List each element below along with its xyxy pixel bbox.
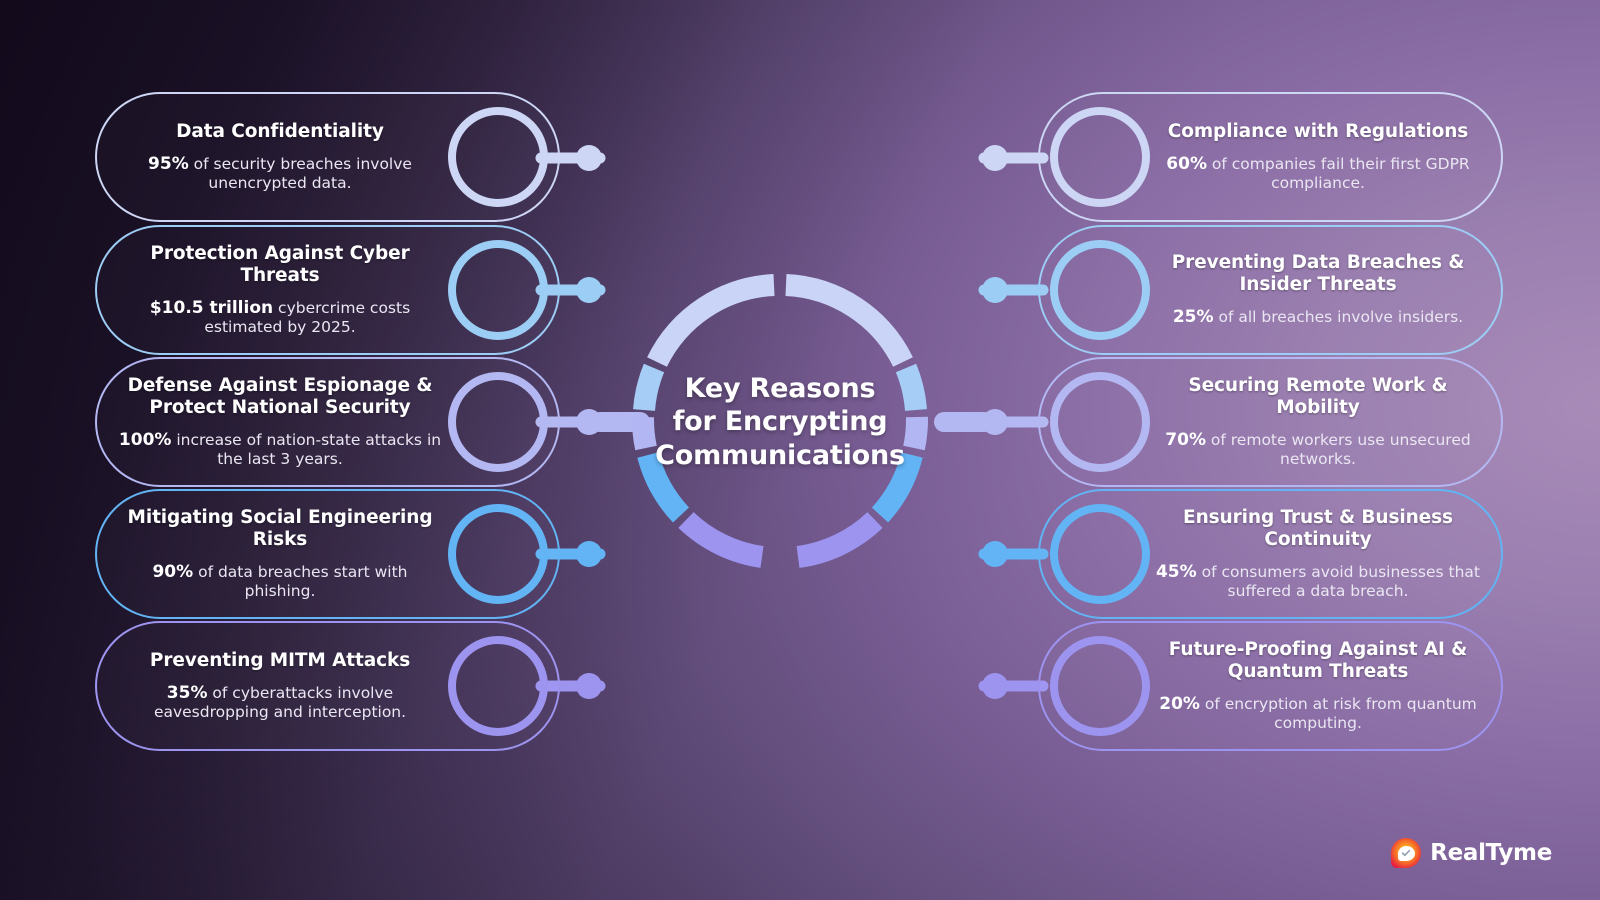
card-title: Mitigating Social Engineering Risks [127, 506, 433, 550]
stat-value: 60% [1166, 153, 1207, 174]
check-bubble-icon [1391, 838, 1422, 868]
stat-text: of consumers avoid businesses that suffe… [1196, 562, 1481, 601]
center-ring-chart [632, 274, 928, 568]
stat-value: 25% [1172, 306, 1214, 327]
center-title-line-3: Communications [655, 439, 905, 471]
check-icon [1401, 849, 1411, 857]
card-content: Securing Remote Work & Mobility 70% of r… [1153, 375, 1483, 469]
card-title: Preventing Data Breaches & Insider Threa… [1171, 252, 1465, 296]
card-content: Future-Proofing Against AI & Quantum Thr… [1153, 639, 1483, 733]
card-circle-icon [448, 636, 548, 736]
stat-text: of data breaches start with phishing. [193, 562, 408, 601]
card-stat: $10.5 trillion cybercrime costs estimate… [115, 298, 445, 338]
stat-text: of security breaches involve unencrypted… [188, 154, 412, 193]
speech-bubble-shape [1397, 845, 1415, 861]
card-content: Preventing MITM Attacks 35% of cyberatta… [115, 650, 445, 722]
stat-text: of encryption at risk from quantum compu… [1199, 694, 1477, 733]
card-title: Compliance with Regulations [1167, 120, 1469, 142]
card-stat: 35% of cyberattacks involve eavesdroppin… [115, 683, 445, 723]
stat-value: 90% [152, 561, 194, 582]
center-title-line-1: Key Reasons [684, 372, 876, 404]
card-stat: 95% of security breaches involve unencry… [115, 154, 445, 194]
brand-name: RealTyme [1430, 840, 1552, 866]
card-stat: 20% of encryption at risk from quantum c… [1153, 694, 1483, 734]
list-item[interactable]: Future-Proofing Against AI & Quantum Thr… [1038, 621, 1503, 751]
stat-text: increase of nation-state attacks in the … [171, 430, 442, 469]
stat-text: of cyberattacks involve eavesdropping an… [153, 683, 407, 722]
list-item[interactable]: Ensuring Trust & Business Continuity 45%… [1038, 489, 1503, 619]
page-title: Key Reasons for Encrypting Communication… [620, 262, 940, 582]
list-item[interactable]: Securing Remote Work & Mobility 70% of r… [1038, 357, 1503, 487]
card-circle-icon [1050, 240, 1150, 340]
card-title: Defense Against Espionage & Protect Nati… [127, 374, 433, 418]
list-item[interactable]: Defense Against Espionage & Protect Nati… [95, 357, 560, 487]
list-item[interactable]: Compliance with Regulations 60% of compa… [1038, 92, 1503, 222]
card-circle-icon [448, 107, 548, 207]
card-stat: 100% increase of nation-state attacks in… [115, 430, 445, 470]
stat-value: 20% [1159, 693, 1200, 714]
stat-text: of all breaches involve insiders. [1213, 307, 1464, 326]
stat-value: 70% [1165, 429, 1206, 450]
stat-value: 95% [148, 153, 189, 174]
card-circle-icon [1050, 372, 1150, 472]
card-title: Ensuring Trust & Business Continuity [1183, 506, 1453, 550]
list-item[interactable]: Protection Against Cyber Threats $10.5 t… [95, 225, 560, 355]
brand-logo[interactable]: RealTyme [1391, 838, 1552, 868]
card-circle-icon [448, 372, 548, 472]
stat-value: 45% [1155, 561, 1197, 582]
stat-value: 35% [166, 682, 208, 703]
center-title-line-2: for Encrypting [672, 406, 888, 438]
card-circle-icon [448, 504, 548, 604]
card-title: Protection Against Cyber Threats [150, 242, 410, 286]
card-stat: 90% of data breaches start with phishing… [115, 562, 445, 602]
card-content: Protection Against Cyber Threats $10.5 t… [115, 243, 445, 337]
card-circle-icon [1050, 636, 1150, 736]
stat-value: 100% [118, 429, 172, 450]
card-content: Data Confidentiality 95% of security bre… [115, 121, 445, 193]
card-title: Data Confidentiality [176, 120, 384, 142]
card-content: Ensuring Trust & Business Continuity 45%… [1153, 507, 1483, 601]
card-content: Preventing Data Breaches & Insider Threa… [1153, 252, 1483, 327]
stat-text: of companies fail their first GDPR compl… [1206, 154, 1470, 193]
card-stat: 45% of consumers avoid businesses that s… [1153, 562, 1483, 602]
card-stat: 60% of companies fail their first GDPR c… [1153, 154, 1483, 194]
card-circle-icon [448, 240, 548, 340]
list-item[interactable]: Data Confidentiality 95% of security bre… [95, 92, 560, 222]
card-title: Securing Remote Work & Mobility [1188, 374, 1448, 418]
list-item[interactable]: Preventing MITM Attacks 35% of cyberatta… [95, 621, 560, 751]
card-content: Mitigating Social Engineering Risks 90% … [115, 507, 445, 601]
card-circle-icon [1050, 107, 1150, 207]
card-title: Preventing MITM Attacks [149, 649, 411, 671]
list-item[interactable]: Mitigating Social Engineering Risks 90% … [95, 489, 560, 619]
stat-text: of remote workers use unsecured networks… [1205, 430, 1471, 469]
card-stat: 25% of all breaches involve insiders. [1153, 307, 1483, 328]
card-content: Compliance with Regulations 60% of compa… [1153, 121, 1483, 193]
stat-text: cybercrime costs estimated by 2025. [204, 298, 411, 337]
center-hub: Key Reasons for Encrypting Communication… [620, 262, 940, 582]
card-circle-icon [1050, 504, 1150, 604]
card-content: Defense Against Espionage & Protect Nati… [115, 375, 445, 469]
card-title: Future-Proofing Against AI & Quantum Thr… [1168, 638, 1468, 682]
list-item[interactable]: Preventing Data Breaches & Insider Threa… [1038, 225, 1503, 355]
card-stat: 70% of remote workers use unsecured netw… [1153, 430, 1483, 470]
stat-value: $10.5 trillion [149, 297, 274, 318]
